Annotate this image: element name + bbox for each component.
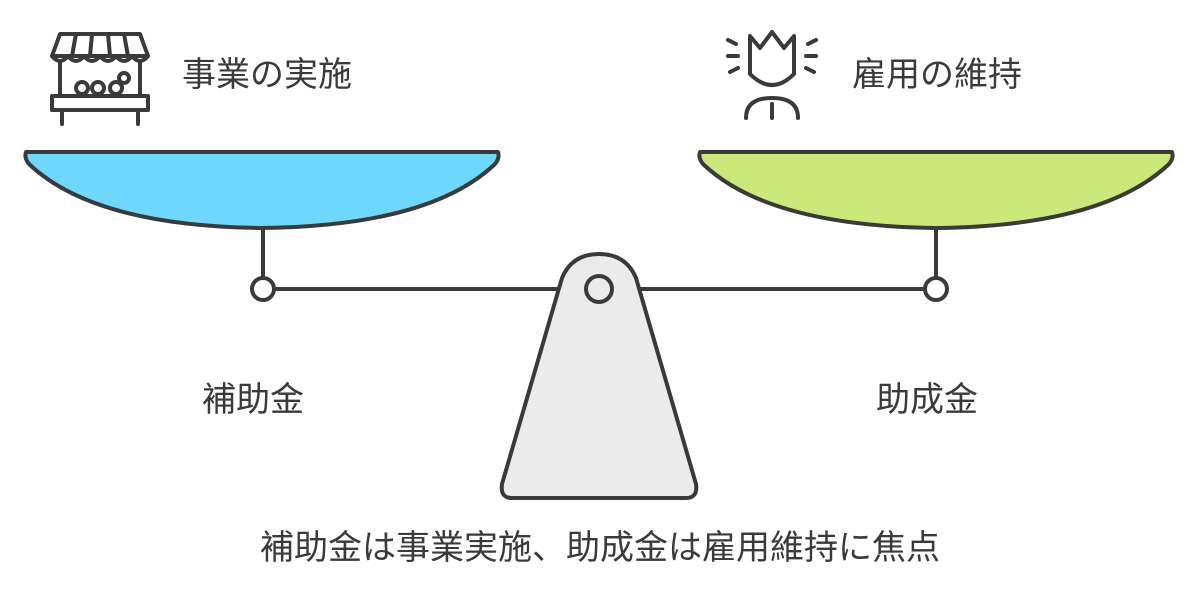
left-pan <box>23 150 501 230</box>
left-joint <box>250 276 276 302</box>
fulcrum <box>499 252 699 500</box>
right-title: 雇用の維持 <box>852 55 1022 95</box>
left-title: 事業の実施 <box>182 55 352 95</box>
pivot <box>584 274 614 304</box>
right-joint <box>923 276 949 302</box>
left-money-label: 補助金 <box>202 380 304 420</box>
caption: 補助金は事業実施、助成金は雇用維持に焦点 <box>260 528 940 568</box>
person-icon <box>726 30 818 120</box>
right-pan <box>697 150 1175 230</box>
market-stall-icon <box>50 32 150 126</box>
right-money-label: 助成金 <box>876 380 978 420</box>
